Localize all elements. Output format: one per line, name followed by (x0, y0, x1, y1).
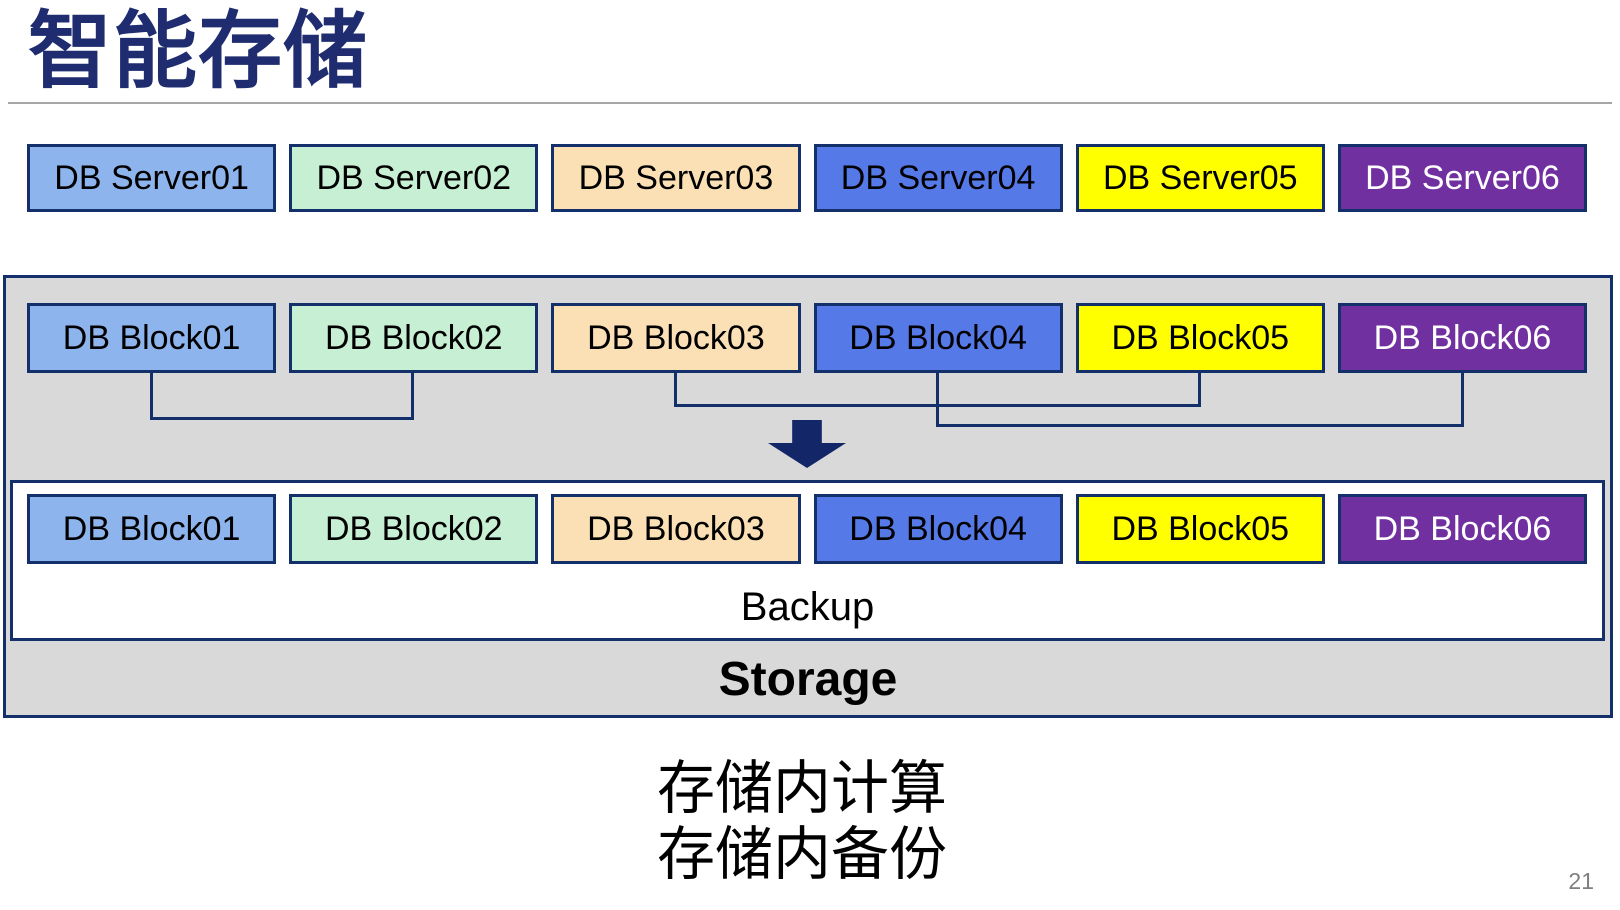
page-title: 智能存储 (28, 4, 369, 98)
server-box-6: DB Server06 (1337, 144, 1588, 212)
title-divider (8, 102, 1612, 104)
db-block-top-3: DB Block03 (551, 303, 801, 373)
db-block-top-1: DB Block01 (27, 303, 277, 373)
caption-text: 存储内计算 存储内备份 (657, 756, 947, 888)
db-block-top-5: DB Block05 (1075, 303, 1325, 373)
db-block-storage-4: DB Block04 (813, 494, 1063, 564)
server-box-2: DB Server02 (289, 144, 539, 212)
db-block-storage-5: DB Block05 (1075, 494, 1325, 564)
server-box-5: DB Server05 (1075, 144, 1325, 212)
page-number: 21 (1568, 868, 1594, 894)
storage-label: Storage (718, 653, 898, 706)
db-block-top-6: DB Block06 (1337, 303, 1588, 373)
connector-block04-block06 (936, 372, 1464, 427)
db-block-top-4: DB Block04 (813, 303, 1063, 373)
server-box-1: DB Server01 (27, 144, 277, 212)
connector-block01-block02 (150, 372, 414, 420)
server-box-4: DB Server04 (813, 144, 1063, 212)
db-block-row-top: DB Block01 DB Block02 DB Block03 DB Bloc… (27, 303, 1588, 373)
server-row: DB Server01 DB Server02 DB Server03 DB S… (27, 144, 1588, 212)
caption-line-2: 存储内备份 (657, 822, 948, 887)
backup-label: Backup (740, 585, 875, 629)
db-block-storage-3: DB Block03 (551, 494, 801, 564)
db-block-top-2: DB Block02 (289, 303, 539, 373)
db-block-row-storage: DB Block01 DB Block02 DB Block03 DB Bloc… (27, 494, 1588, 564)
server-box-3: DB Server03 (551, 144, 801, 212)
db-block-storage-6: DB Block06 (1337, 494, 1588, 564)
caption-line-1: 存储内计算 (657, 756, 948, 821)
db-block-storage-2: DB Block02 (289, 494, 539, 564)
db-block-storage-1: DB Block01 (27, 494, 277, 564)
